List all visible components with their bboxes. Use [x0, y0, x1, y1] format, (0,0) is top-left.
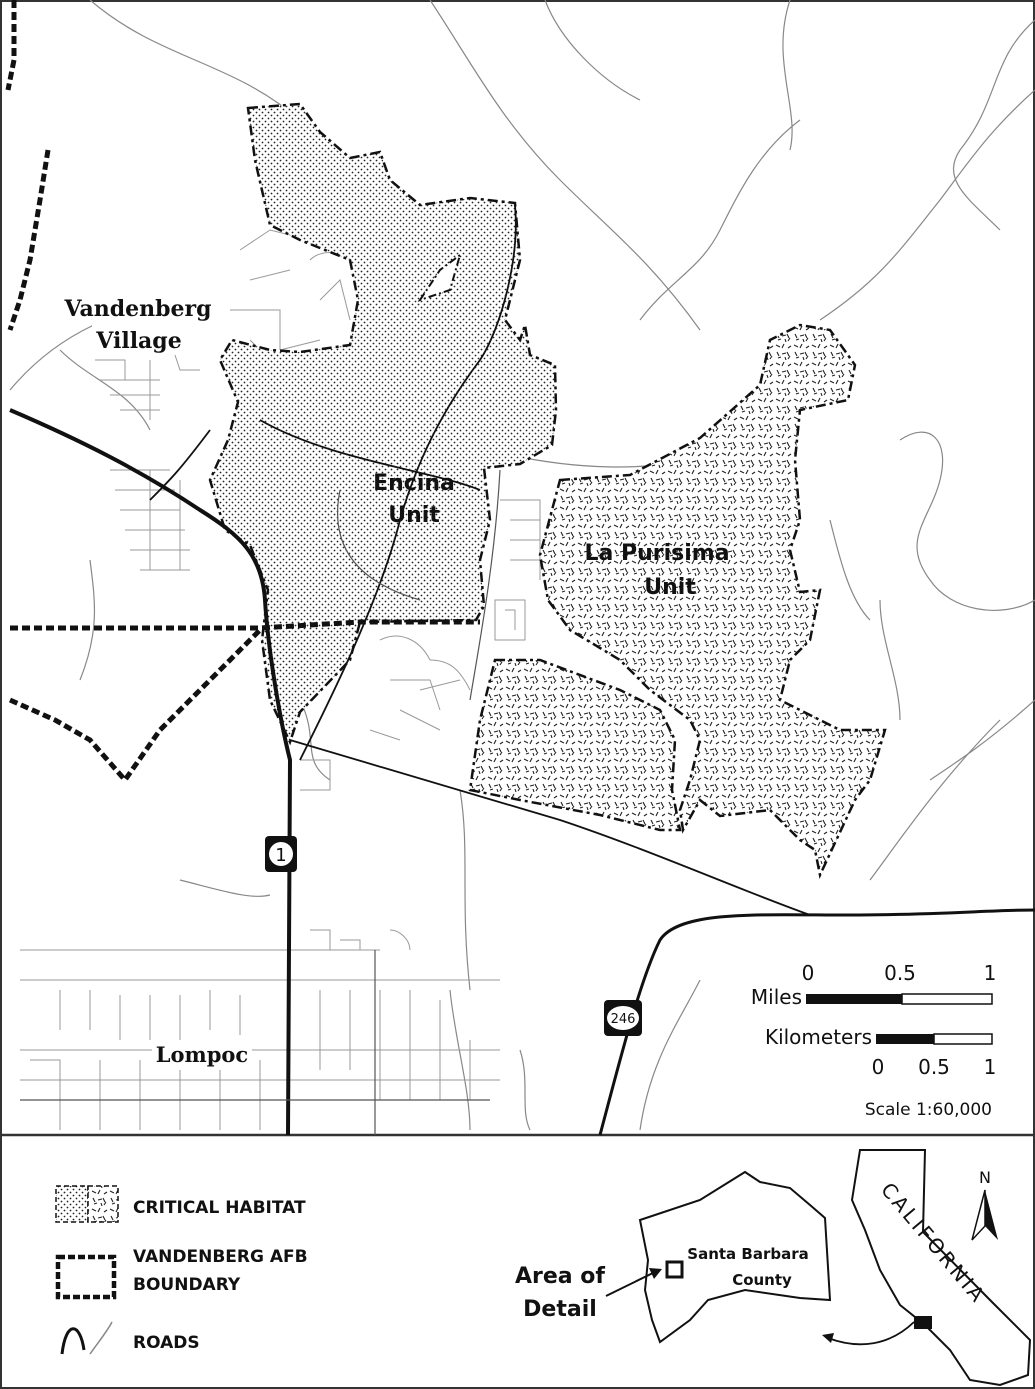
svg-text:0: 0: [872, 1055, 885, 1079]
county-label-2: County: [732, 1271, 792, 1289]
afb-boundary: [5, 0, 480, 785]
legend-roads: ROADS: [133, 1333, 200, 1353]
street-grid: [20, 229, 541, 1130]
la-purisima-south-area: [468, 658, 682, 832]
highway-246-shield: 246: [604, 1000, 642, 1036]
legend-critical-habitat: CRITICAL HABITAT: [133, 1198, 306, 1218]
lompoc-label: Lompoc: [156, 1042, 248, 1067]
legend-afb-boundary: VANDENBERG AFB: [133, 1247, 308, 1267]
svg-text:246: 246: [611, 1012, 636, 1027]
miles-label: Miles: [751, 985, 802, 1009]
north-label: N: [979, 1168, 991, 1187]
legend-dots-swatch: [55, 1185, 89, 1223]
santa-barbara-county-shape: [638, 1170, 832, 1344]
svg-text:0: 0: [802, 961, 815, 985]
la-purisima-unit-label: La Purisima: [584, 541, 729, 566]
kilometers-label: Kilometers: [765, 1025, 872, 1049]
highway-1-shield: 1: [265, 836, 297, 872]
north-arrow-icon: [971, 1189, 986, 1241]
scale-ratio: Scale 1:60,000: [865, 1100, 992, 1120]
area-of-detail-arrow: [605, 1271, 656, 1297]
svg-text:1: 1: [984, 1055, 997, 1079]
vandenberg-village-label: Vandenberg: [63, 296, 211, 322]
legend-afb-swatch: [55, 1254, 117, 1300]
county-label: Santa Barbara: [687, 1245, 808, 1263]
svg-text:0.5: 0.5: [918, 1055, 950, 1079]
la-purisima-unit-label-2: Unit: [644, 575, 696, 600]
legend-afb-boundary-2: BOUNDARY: [133, 1275, 241, 1295]
highways-layer: [9, 204, 1035, 1136]
svg-text:0.5: 0.5: [884, 961, 916, 985]
california-state-shape: [850, 1149, 1032, 1387]
locator-arrow: [827, 1321, 915, 1346]
svg-text:1: 1: [275, 845, 286, 866]
legend: CRITICAL HABITAT VANDENBERG AFB BOUNDARY…: [55, 1185, 308, 1355]
encina-unit-label: Encina: [373, 471, 455, 496]
unit-labels: Encina Unit La Purisima Unit: [373, 471, 729, 600]
svg-text:1: 1: [984, 961, 997, 985]
area-of-detail-label: Area of: [515, 1264, 605, 1289]
place-labels: Vandenberg Village Lompoc: [63, 293, 252, 1070]
la-purisima-unit-area: [538, 323, 887, 879]
legend-roads-swatch: [60, 1327, 86, 1355]
inset-locator: Area of Detail Santa Barbara County CALI…: [515, 1149, 1032, 1387]
vandenberg-village-label-2: Village: [95, 328, 181, 354]
area-of-detail-marker: [665, 1260, 684, 1279]
scale-bar: 0 0.5 1 Miles Kilometers 0 0.5 1 Scale 1…: [730, 960, 1030, 1125]
encina-unit-label-2: Unit: [388, 503, 440, 528]
area-of-detail-label-2: Detail: [523, 1297, 597, 1322]
encina-unit-area: [208, 102, 558, 746]
legend-dashes-swatch: [87, 1185, 119, 1223]
